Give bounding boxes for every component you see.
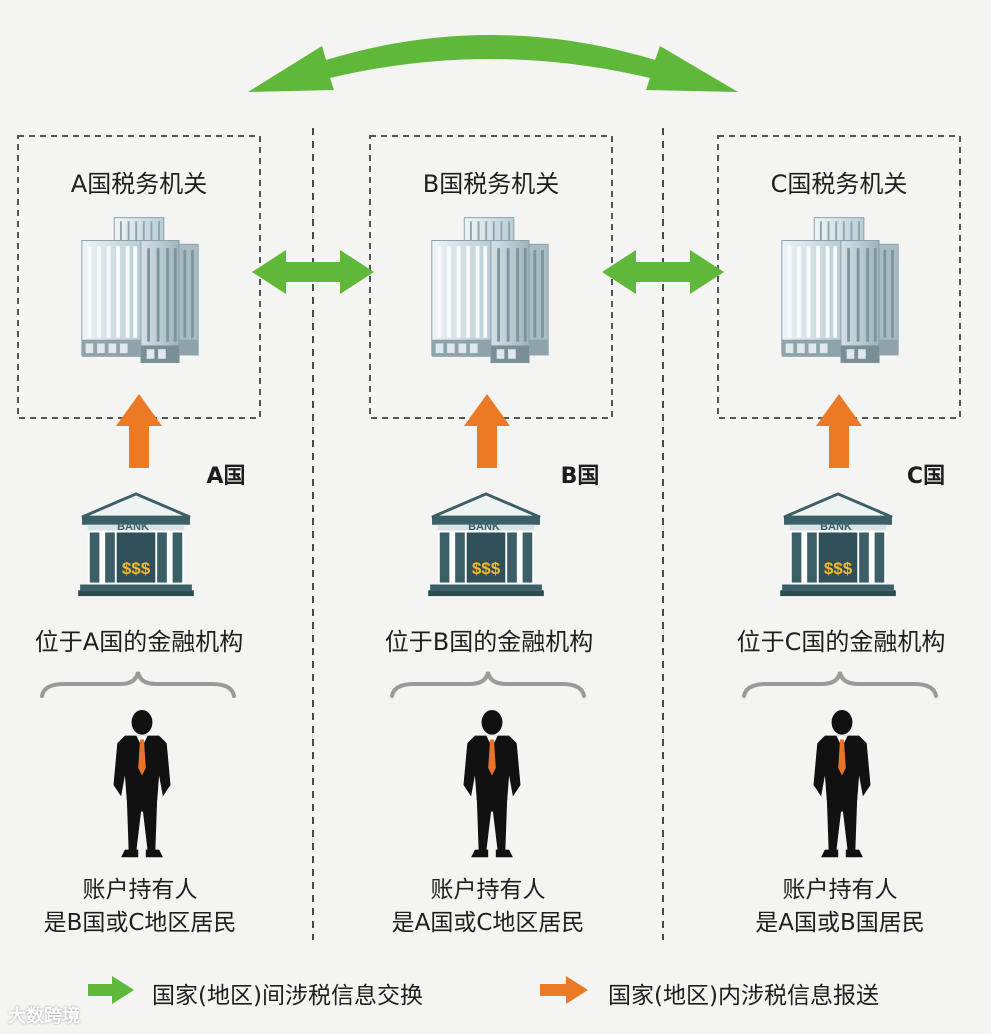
exchange-arrow-ab: [252, 250, 374, 294]
bank-sign-a: BANK: [117, 521, 149, 533]
legend-report-label: 国家(地区)内涉税信息报送: [608, 983, 879, 1009]
tax-building-icon-a: [79, 215, 201, 365]
report-arrow-c: [816, 394, 862, 468]
account-holder-icon-c: [813, 709, 871, 858]
institution-label-a: 位于A国的金融机构: [34, 628, 244, 656]
bank-icon-b: [428, 492, 544, 598]
tax-building-icon-c: [779, 215, 901, 365]
bank-sign-c: BANK: [820, 521, 852, 533]
authority-title-c: C国税务机关: [770, 170, 908, 198]
country-tag-c: C国: [906, 464, 946, 489]
holder-line2-c: 是A国或B国居民: [755, 910, 925, 936]
bank-icon-c: [780, 492, 896, 598]
account-holder-icon-b: [463, 709, 521, 858]
authority-title-a: A国税务机关: [70, 170, 208, 198]
holder-line1-a: 账户持有人: [82, 877, 198, 903]
legend-orange-arrow-icon: [540, 976, 588, 1004]
account-holder-icon-a: [113, 709, 171, 858]
holder-line2-a: 是B国或C地区居民: [43, 910, 237, 936]
holder-label-c: 账户持有人 是A国或B国居民: [700, 874, 980, 940]
brace-c: [742, 671, 938, 698]
holder-label-b: 账户持有人 是A国或C地区居民: [348, 874, 628, 940]
holder-line2-b: 是A国或C地区居民: [391, 910, 585, 936]
bank-icon-a: [78, 492, 194, 598]
authority-box-b: [369, 135, 613, 419]
holder-line1-c: 账户持有人: [782, 877, 898, 903]
bank-money-a: $$$: [122, 559, 151, 578]
bank-money-b: $$$: [472, 559, 501, 578]
authority-box-c: [717, 135, 961, 419]
brace-b: [390, 671, 586, 698]
report-arrow-b: [464, 394, 510, 468]
holder-label-a: 账户持有人 是B国或C地区居民: [0, 874, 280, 940]
institution-label-c: 位于C国的金融机构: [736, 628, 946, 656]
institution-label-b: 位于B国的金融机构: [384, 628, 594, 656]
legend-exchange-label: 国家(地区)间涉税信息交换: [152, 983, 423, 1009]
country-tag-b: B国: [560, 464, 600, 489]
authority-box-a: [17, 135, 261, 419]
exchange-arrow-bc: [602, 250, 724, 294]
report-arrow-a: [116, 394, 162, 468]
tax-building-icon-b: [429, 215, 551, 365]
bank-sign-b: BANK: [468, 521, 500, 533]
holder-line1-b: 账户持有人: [430, 877, 546, 903]
brace-a: [40, 671, 236, 698]
top-exchange-arrow: [248, 35, 738, 92]
legend-green-arrow-icon: [88, 976, 134, 1004]
bank-money-c: $$$: [824, 559, 853, 578]
country-tag-a: A国: [206, 464, 246, 489]
watermark: 大数跨境: [8, 1006, 80, 1027]
authority-title-b: B国税务机关: [422, 170, 560, 198]
